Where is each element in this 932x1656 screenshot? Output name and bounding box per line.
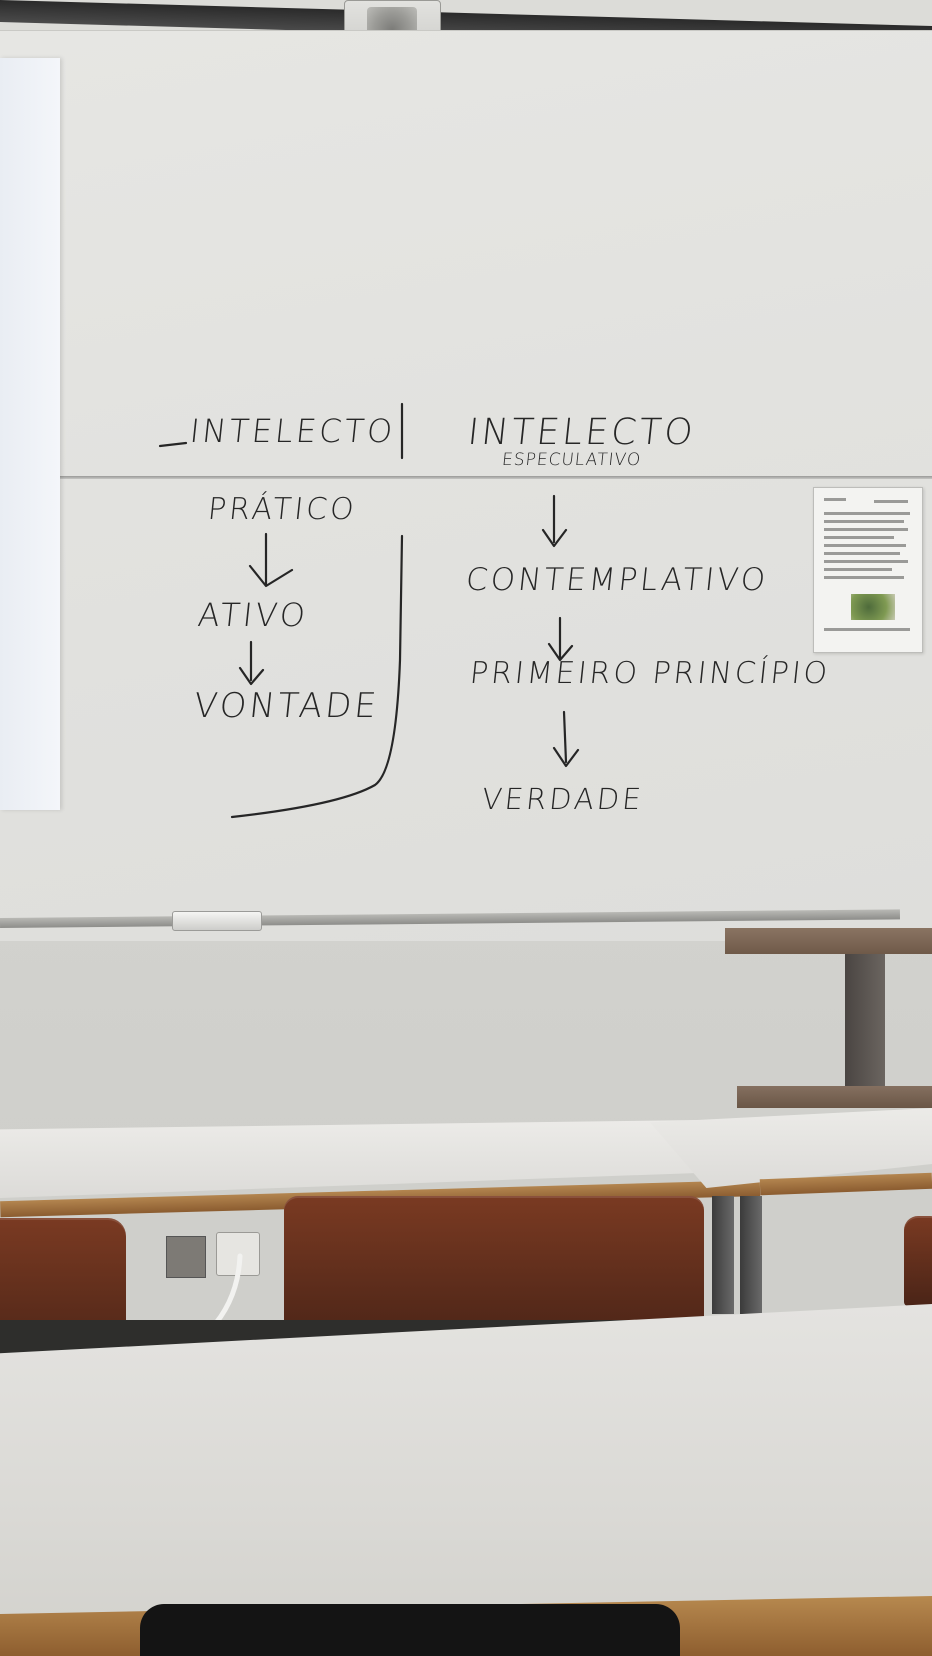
wall-power-outlet <box>216 1232 260 1276</box>
column-divider-curve <box>230 534 404 819</box>
desk-leg <box>740 1196 762 1314</box>
arrow-especulativo-to-contemplativo <box>541 494 568 548</box>
projector-screen <box>0 58 60 810</box>
wall-socket-switch <box>166 1236 206 1278</box>
chair-right <box>904 1216 932 1306</box>
posted-notice-sheet <box>813 487 923 653</box>
left-heading-dash <box>158 441 188 448</box>
arrow-primeiro-principio-to-verdade <box>552 710 580 768</box>
whiteboard-eraser <box>172 911 262 931</box>
whiteboard-seam <box>0 476 932 479</box>
front-chair-back <box>140 1604 680 1656</box>
desk-leg <box>712 1196 734 1314</box>
teacher-desk <box>725 928 932 1148</box>
front-desk <box>0 1304 932 1656</box>
arrow-ativo-to-vontade <box>238 640 265 686</box>
arrow-pratico-to-ativo <box>248 532 294 588</box>
arrow-contemplativo-to-primeiro-principio <box>547 616 574 662</box>
whiteboard <box>0 30 932 941</box>
